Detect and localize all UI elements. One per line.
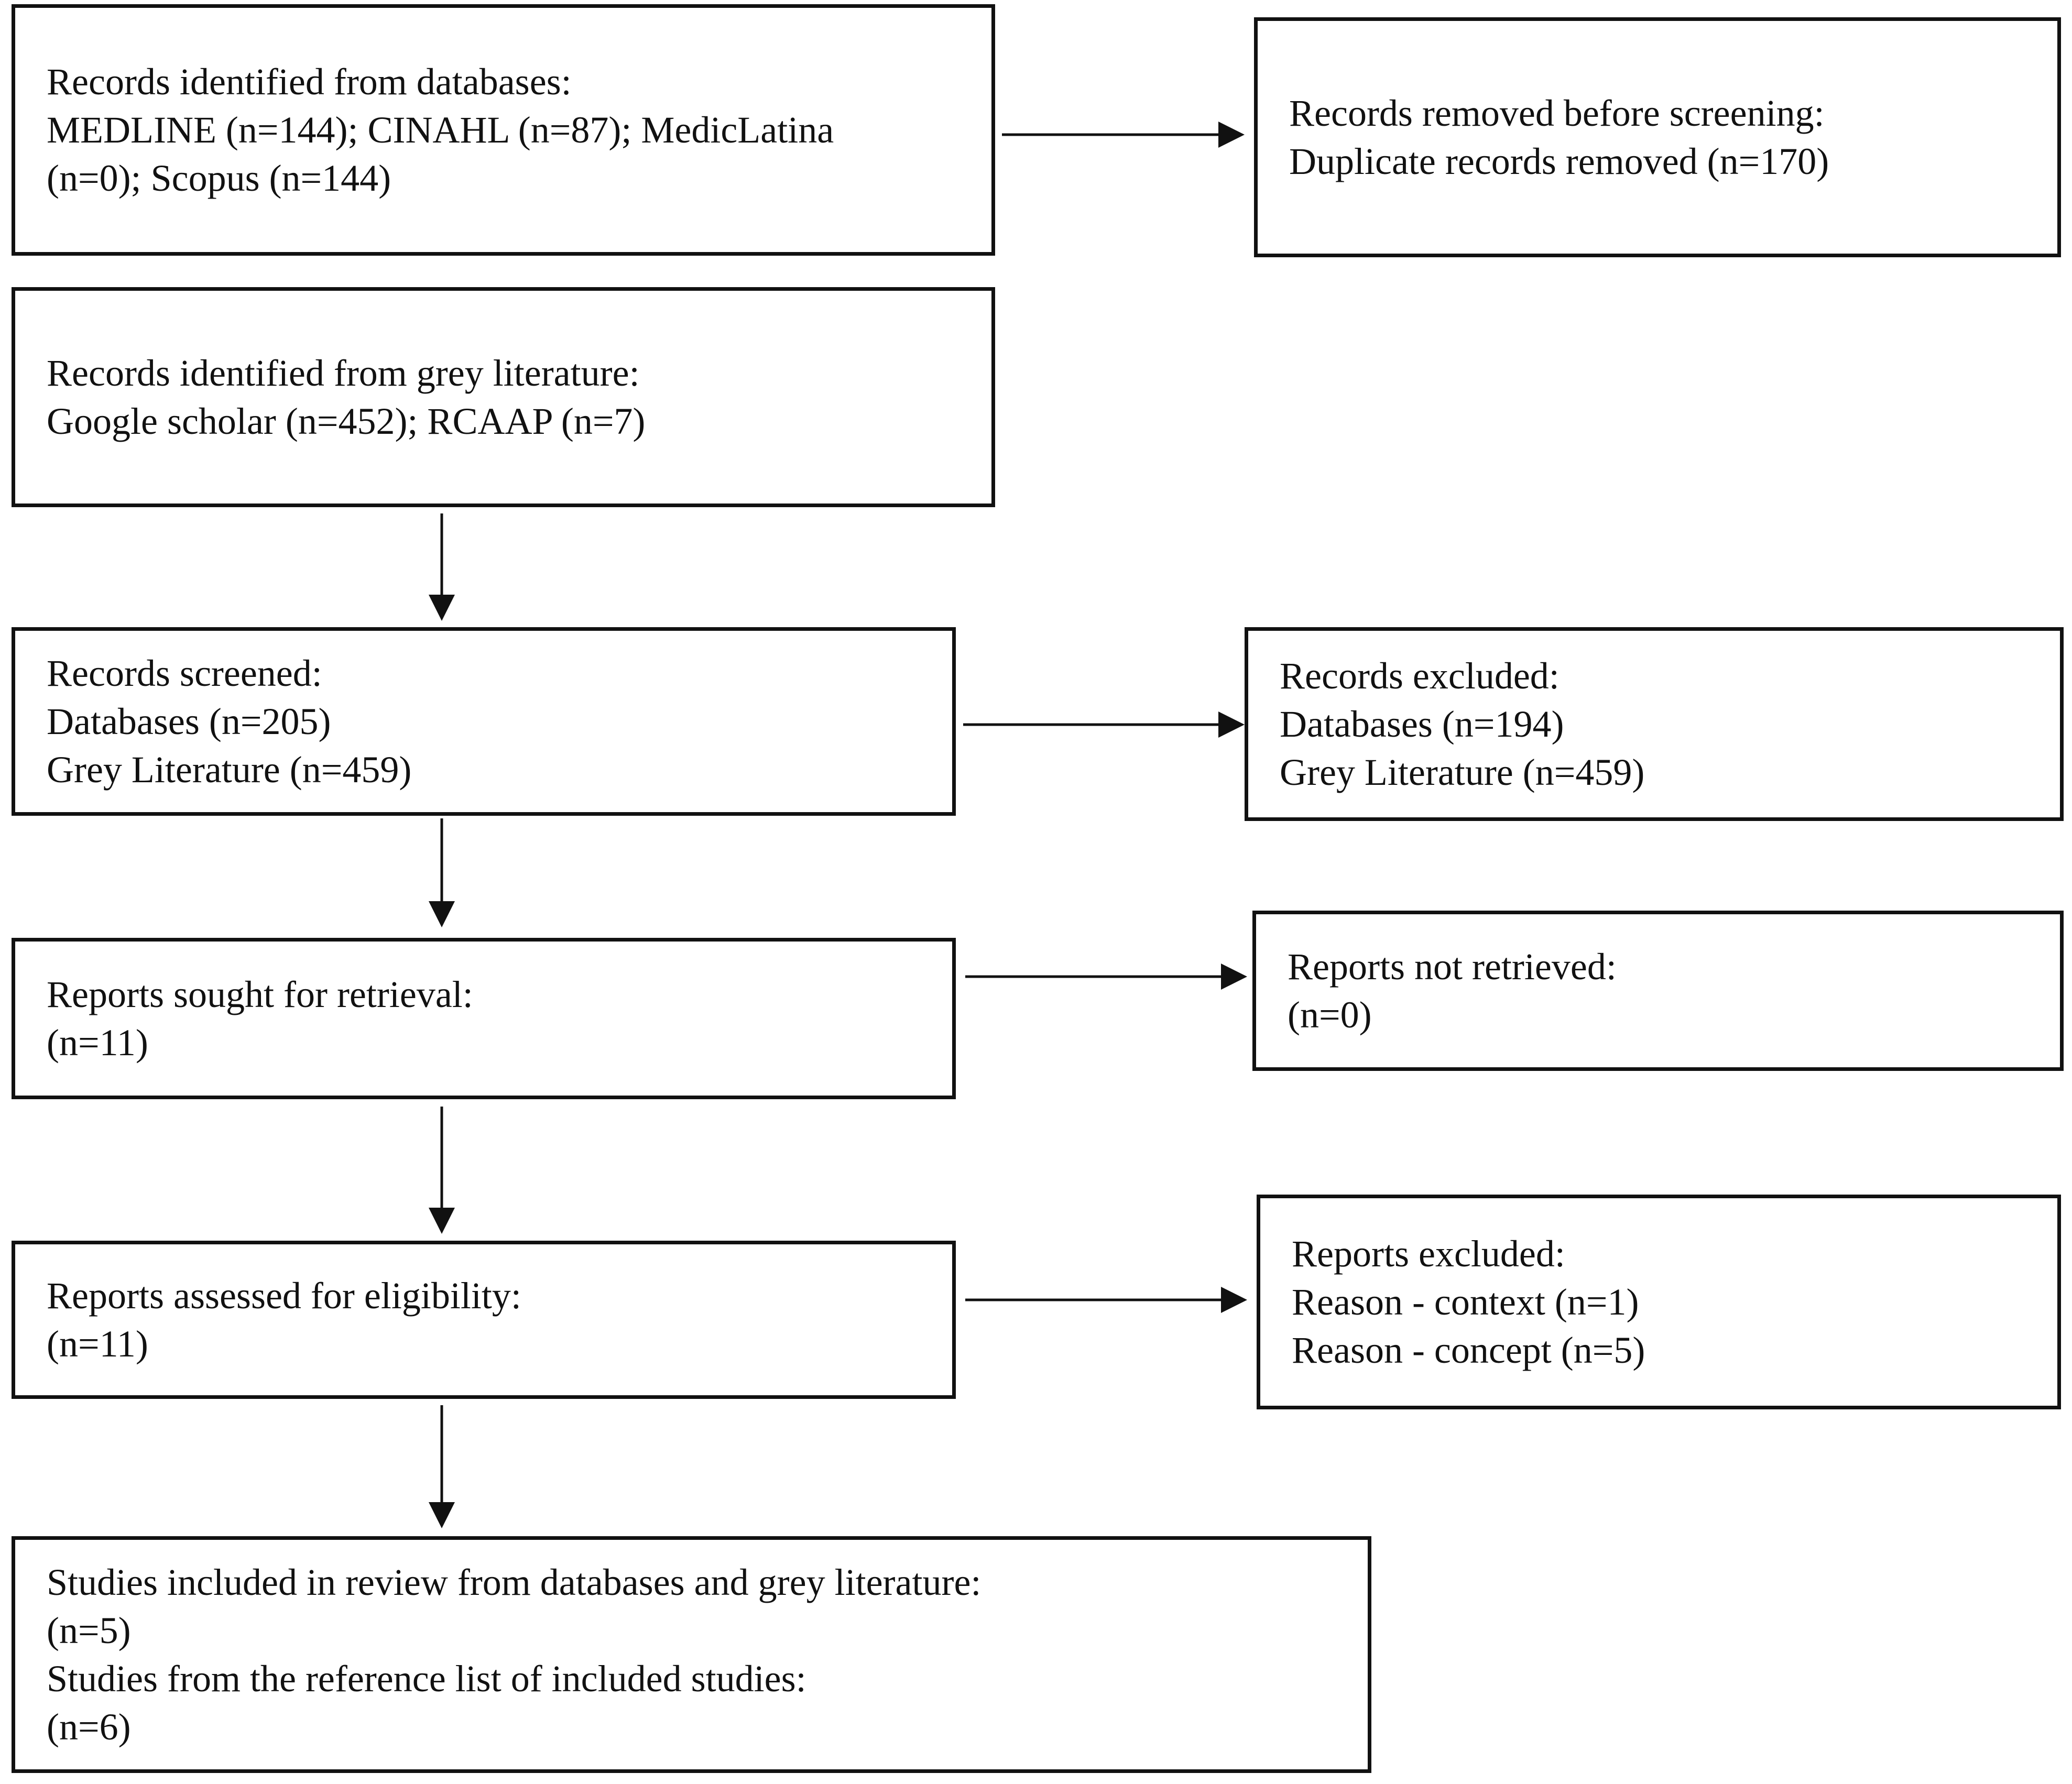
box-text-line: MEDLINE (n=144); CINAHL (n=87); MedicLat… bbox=[47, 109, 834, 151]
box-reports-excluded: Reports excluded: Reason - context (n=1)… bbox=[1257, 1195, 2061, 1409]
box-records-excluded: Records excluded: Databases (n=194) Grey… bbox=[1245, 627, 2064, 821]
box-text-line: Records screened: bbox=[47, 652, 322, 694]
box-text-line: (n=6) bbox=[47, 1706, 131, 1748]
box-studies-included: Studies included in review from database… bbox=[12, 1536, 1371, 1773]
box-text-line: Databases (n=194) bbox=[1280, 703, 1564, 745]
box-records-removed-before-screening: Records removed before screening: Duplic… bbox=[1254, 17, 2061, 257]
box-text-line: Studies included in review from database… bbox=[47, 1561, 982, 1603]
box-text-line: Reports sought for retrieval: bbox=[47, 973, 473, 1015]
box-text-line: Grey Literature (n=459) bbox=[47, 749, 412, 791]
box-text-line: Reports assessed for eligibility: bbox=[47, 1275, 521, 1317]
box-records-identified-grey-literature: Records identified from grey literature:… bbox=[12, 287, 995, 507]
box-text-line: Duplicate records removed (n=170) bbox=[1289, 140, 1829, 182]
box-text-line: (n=11) bbox=[47, 1022, 148, 1064]
box-text-line: Reports excluded: bbox=[1292, 1233, 1565, 1275]
box-text-line: Records identified from databases: bbox=[47, 61, 572, 103]
box-text-line: (n=0); Scopus (n=144) bbox=[47, 157, 391, 199]
box-text-line: Reports not retrieved: bbox=[1288, 946, 1617, 988]
box-text-line: Databases (n=205) bbox=[47, 701, 331, 742]
box-reports-assessed-for-eligibility: Reports assessed for eligibility: (n=11) bbox=[12, 1241, 956, 1399]
box-text-line: Reason - context (n=1) bbox=[1292, 1281, 1639, 1323]
box-text-line: Records identified from grey literature: bbox=[47, 352, 640, 394]
box-text-line: Grey Literature (n=459) bbox=[1280, 751, 1645, 793]
box-text-line: Records removed before screening: bbox=[1289, 92, 1825, 134]
box-reports-sought-for-retrieval: Reports sought for retrieval: (n=11) bbox=[12, 938, 956, 1099]
box-text-line: (n=5) bbox=[47, 1610, 131, 1651]
box-text-line: Reason - concept (n=5) bbox=[1292, 1329, 1645, 1371]
box-text-line: Studies from the reference list of inclu… bbox=[47, 1658, 806, 1700]
box-reports-not-retrieved: Reports not retrieved: (n=0) bbox=[1252, 911, 2064, 1071]
box-records-screened: Records screened: Databases (n=205) Grey… bbox=[12, 627, 956, 816]
box-text-line: Google scholar (n=452); RCAAP (n=7) bbox=[47, 400, 646, 442]
box-text-line: (n=11) bbox=[47, 1323, 148, 1365]
box-text-line: (n=0) bbox=[1288, 994, 1372, 1036]
box-text-line: Records excluded: bbox=[1280, 655, 1560, 697]
box-records-identified-databases: Records identified from databases: MEDLI… bbox=[12, 4, 995, 256]
